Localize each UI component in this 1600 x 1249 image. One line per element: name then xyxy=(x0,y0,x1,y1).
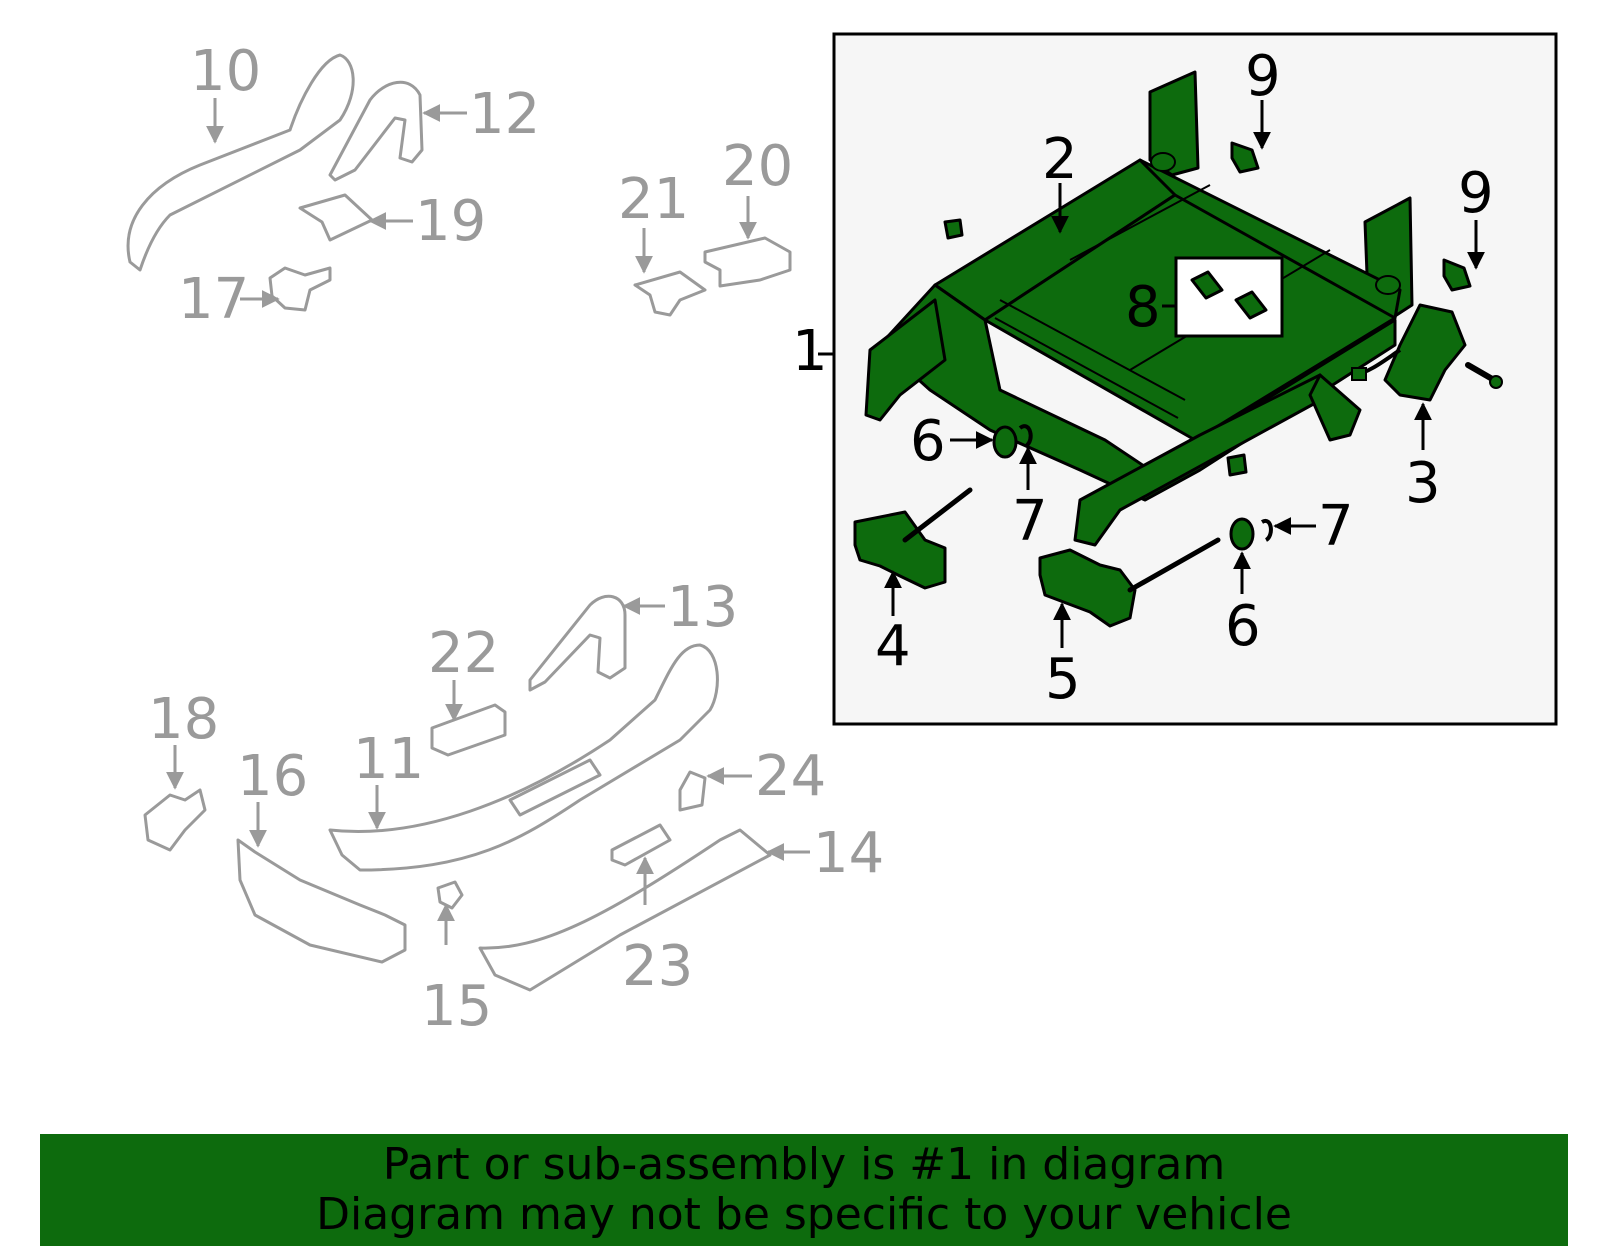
bolt-icon xyxy=(1465,362,1497,383)
bushing-inset xyxy=(1174,256,1284,338)
callout-14: 14 xyxy=(813,821,884,886)
bushing-icon xyxy=(1190,270,1268,320)
callout-1: 1 xyxy=(792,319,828,384)
callout-11: 11 xyxy=(353,727,424,792)
callout-23: 23 xyxy=(622,934,693,999)
callout-4: 4 xyxy=(875,614,911,679)
callout-20: 20 xyxy=(722,134,793,199)
clip-icon xyxy=(1018,424,1033,448)
callout-12: 12 xyxy=(469,82,540,147)
callout-15: 15 xyxy=(421,974,492,1039)
nut-icon xyxy=(1442,258,1472,292)
callout-21: 21 xyxy=(618,167,689,232)
callout-17: 17 xyxy=(178,267,249,332)
callout-labels: 1 2 3 4 5 6 6 7 7 8 9 9 10 11 12 13 14 1… xyxy=(148,39,1494,1039)
callout-24: 24 xyxy=(755,744,826,809)
callout-8: 8 xyxy=(1125,275,1161,340)
callout-5: 5 xyxy=(1045,647,1081,712)
callout-7a: 7 xyxy=(1012,489,1048,554)
callout-13: 13 xyxy=(667,575,738,640)
clip-icon xyxy=(943,218,964,240)
callout-18: 18 xyxy=(148,687,219,752)
banner-line-2: Diagram may not be specific to your vehi… xyxy=(316,1189,1292,1240)
washer-icon xyxy=(1229,517,1255,551)
clip-icon xyxy=(1260,518,1273,542)
washer-icon xyxy=(992,425,1018,459)
info-banner: Part or sub-assembly is #1 in diagram Di… xyxy=(40,1134,1568,1246)
callout-9a: 9 xyxy=(1245,44,1281,109)
motor-3 xyxy=(1351,303,1467,402)
callout-9b: 9 xyxy=(1458,161,1494,226)
callout-10: 10 xyxy=(190,39,261,104)
motor-5 xyxy=(1038,537,1221,628)
callout-6a: 6 xyxy=(910,409,946,474)
clip-icon xyxy=(1226,453,1248,477)
nut-icon xyxy=(1230,141,1260,174)
callout-2: 2 xyxy=(1042,127,1078,192)
callout-16: 16 xyxy=(237,744,308,809)
callout-22: 22 xyxy=(428,621,499,686)
callout-19: 19 xyxy=(415,189,486,254)
motor-4 xyxy=(853,487,973,590)
callout-3: 3 xyxy=(1405,451,1441,516)
callout-7b: 7 xyxy=(1318,494,1354,559)
callout-6b: 6 xyxy=(1225,594,1261,659)
leader-lines xyxy=(166,98,1485,945)
banner-line-1: Part or sub-assembly is #1 in diagram xyxy=(382,1139,1226,1190)
